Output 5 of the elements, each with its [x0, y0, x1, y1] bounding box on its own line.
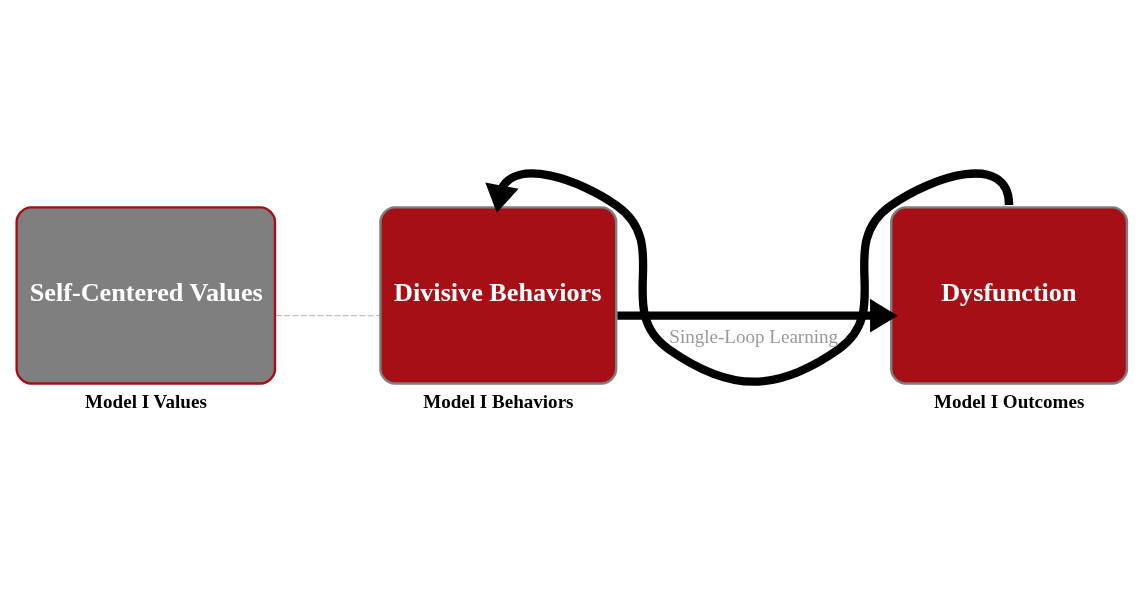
node-label: Model I Behaviors — [423, 390, 574, 412]
node-label: Model I Values — [85, 390, 207, 412]
edge-label: Single-Loop Learning — [669, 325, 839, 347]
connector — [275, 314, 380, 316]
node-label: Model I Outcomes — [934, 390, 1085, 412]
